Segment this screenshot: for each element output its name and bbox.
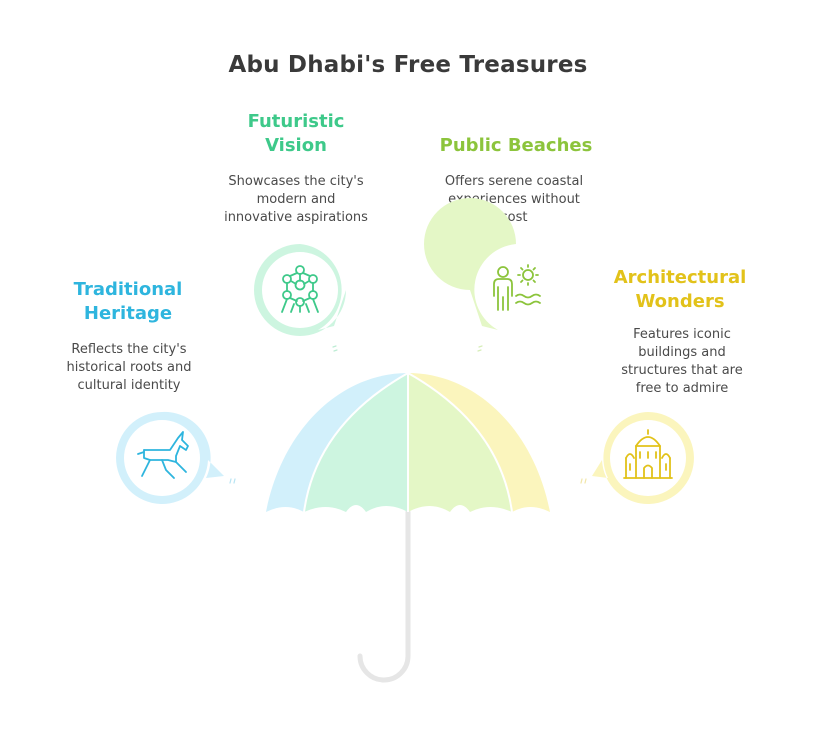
- bubble-futuristic-vision: [254, 244, 346, 336]
- heading-line: Architectural: [613, 267, 747, 288]
- canopy-panel-blue: [266, 373, 408, 512]
- diagram-title: Abu Dhabi's Free Treasures: [228, 52, 588, 78]
- beach-person-sun-icon: [493, 264, 541, 311]
- heading-line: Wonders: [635, 291, 725, 312]
- heading-public-beaches: Public Beaches: [426, 134, 606, 158]
- heading-traditional-heritage: Traditional Heritage: [48, 278, 208, 326]
- raindrop-marks: [229, 345, 587, 484]
- description-architectural-wonders: Features iconic buildings and structures…: [621, 327, 743, 396]
- umbrella-canopy: [266, 372, 550, 513]
- description-traditional-heritage: Reflects the city's historical roots and…: [66, 342, 192, 393]
- heading-architectural-wonders: Architectural Wonders: [596, 266, 764, 314]
- heading-line: Futuristic: [247, 111, 345, 132]
- atomium-icon: [281, 265, 319, 313]
- horse-icon: [137, 431, 189, 479]
- canopy-panel-yellow: [408, 373, 550, 512]
- domed-building-icon: [623, 429, 673, 479]
- heading-line: Heritage: [83, 303, 173, 324]
- umbrella-handle: [357, 509, 411, 683]
- description-futuristic-vision: Showcases the city's modern and innovati…: [224, 174, 368, 225]
- canopy-panel-green: [304, 373, 408, 512]
- bubble-traditional-heritage: [116, 411, 224, 505]
- heading-line: Vision: [265, 135, 327, 156]
- bubble-architectural-wonders: [592, 412, 694, 505]
- heading-line: Traditional: [73, 279, 183, 300]
- heading-futuristic-vision: Futuristic Vision: [216, 110, 376, 158]
- heading-line: Public Beaches: [439, 135, 593, 156]
- canopy-panel-lime: [408, 373, 512, 512]
- bubble-public-beaches: [424, 198, 554, 330]
